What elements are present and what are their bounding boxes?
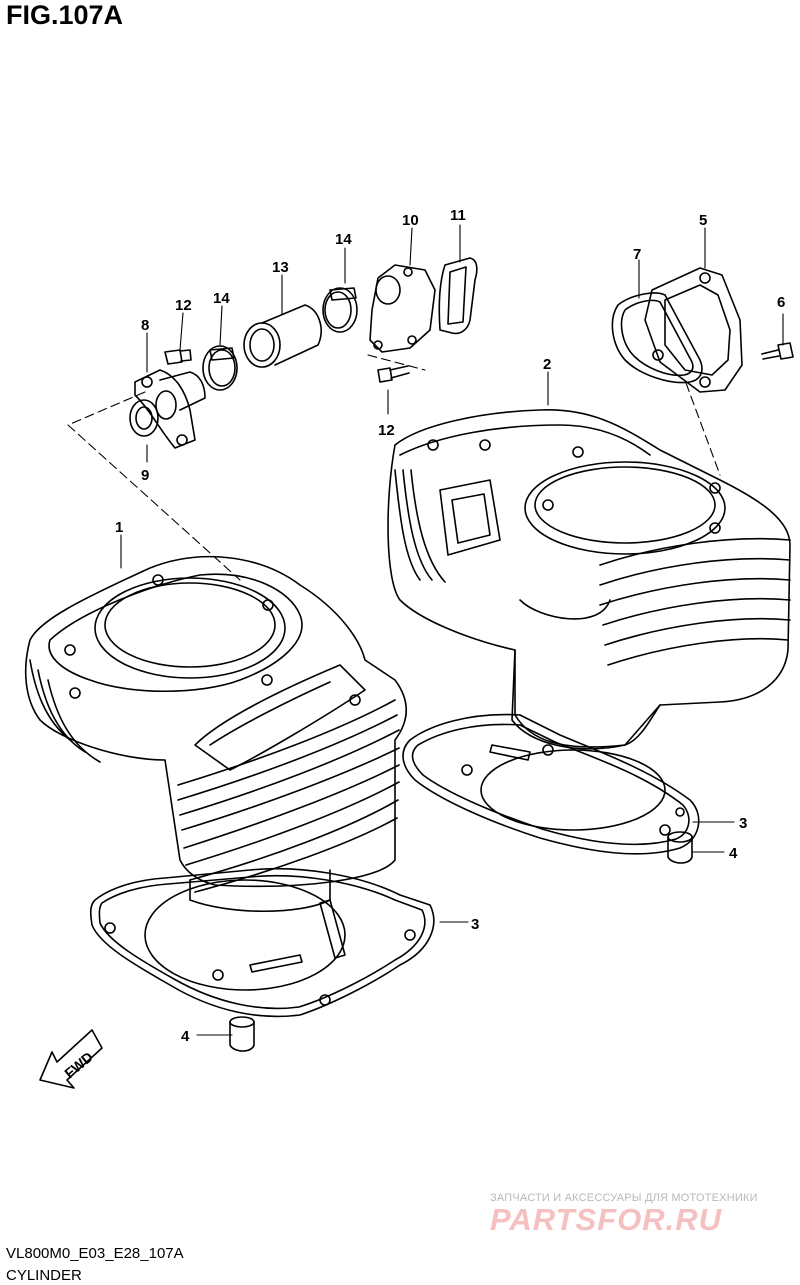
- intake-cap-gasket: [438, 257, 478, 335]
- bolt-lower: [377, 365, 410, 383]
- callout-10: 10: [402, 212, 419, 229]
- intake-hose: [243, 304, 322, 368]
- callout-11: 11: [450, 207, 466, 224]
- callout-7: 7: [633, 246, 641, 263]
- fwd-arrow-icon: FWD: [39, 1029, 103, 1089]
- callout-12-upper: 12: [175, 297, 192, 314]
- callout-9: 9: [141, 467, 149, 484]
- callout-3-rear: 3: [739, 815, 747, 832]
- figure-name: CYLINDER: [6, 1267, 82, 1284]
- gasket-front: [89, 867, 435, 1018]
- intake-cap: [369, 264, 436, 353]
- callout-4-front: 4: [181, 1028, 190, 1045]
- pipe-gasket: [129, 399, 159, 437]
- callout-3-front: 3: [471, 916, 479, 933]
- rear-cap-gasket: [611, 292, 703, 384]
- cylinder-front: [24, 555, 407, 912]
- bolt-upper: [164, 349, 192, 365]
- watermark-logo: PARTSFOR.RU: [490, 1202, 723, 1237]
- callout-8: 8: [141, 317, 149, 334]
- dowel-pin-rear: [667, 831, 693, 864]
- hose-clamp-left: [202, 345, 238, 391]
- callout-labels: 1 2 3 3 4 4 5 6 7 8 9 10 11 12 12 13 14 …: [115, 207, 785, 1045]
- rear-cap: [644, 267, 743, 393]
- callout-2: 2: [543, 356, 551, 373]
- cylinder-rear: [387, 409, 791, 750]
- callout-14-right: 14: [335, 231, 352, 248]
- callout-1: 1: [115, 519, 123, 536]
- gasket-rear: [402, 713, 700, 855]
- callout-5: 5: [699, 212, 707, 229]
- figure-title: FIG.107A: [6, 0, 124, 30]
- figure-code: VL800M0_E03_E28_107A: [6, 1245, 184, 1262]
- callout-4-rear: 4: [729, 845, 738, 862]
- callout-6: 6: [777, 294, 785, 311]
- bolt-6: [761, 342, 794, 360]
- hose-clamp-right: [322, 287, 358, 333]
- dowel-pin-front: [229, 1016, 255, 1052]
- callout-13: 13: [272, 259, 289, 276]
- callout-14-left: 14: [213, 290, 230, 307]
- leader-lines: [67, 224, 784, 1036]
- callout-12-lower: 12: [378, 422, 395, 439]
- watermark-tagline: ЗАПЧАСТИ И АКСЕССУАРЫ ДЛЯ МОТОТЕХНИКИ: [490, 1192, 758, 1204]
